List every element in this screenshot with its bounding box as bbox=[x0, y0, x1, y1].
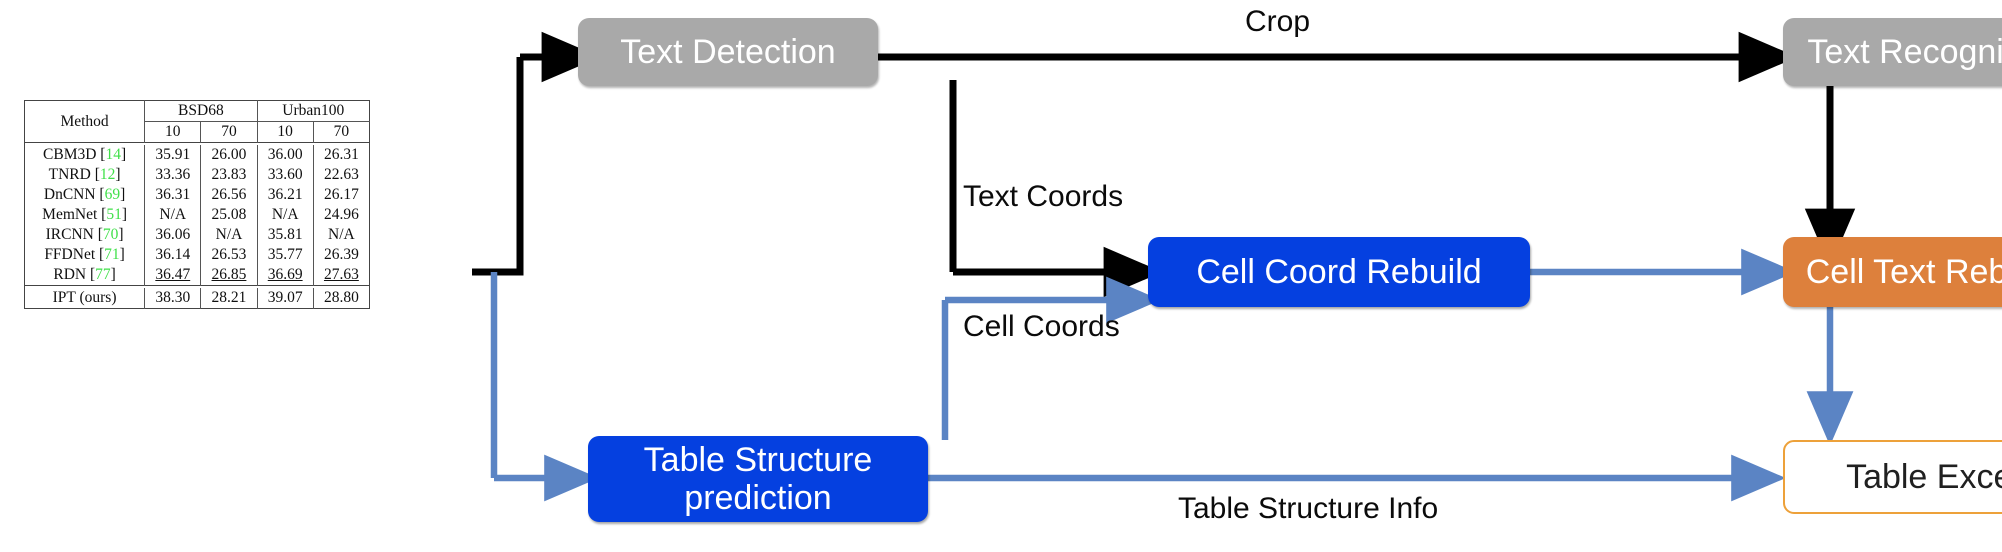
edge-label-text-coords: Text Coords bbox=[963, 180, 1124, 213]
table-cell-value: 35.77 bbox=[256, 245, 314, 265]
table-cell-value: 26.17 bbox=[312, 185, 370, 205]
table-cell-value: N/A bbox=[144, 205, 201, 225]
table-cell-value: N/A bbox=[256, 205, 314, 225]
subheader-bsd68-10: 10 bbox=[144, 121, 201, 143]
table-cell-method: DnCNN [69] bbox=[24, 185, 146, 205]
table-rule-mid bbox=[24, 142, 370, 145]
table-cell-method: RDN [77] bbox=[24, 265, 146, 286]
subheader-urban100-10: 10 bbox=[256, 121, 314, 143]
header-group-urban100: Urban100 bbox=[256, 100, 370, 122]
table-cell-value: 22.63 bbox=[312, 165, 370, 185]
subheader-urban100-70: 70 bbox=[312, 121, 370, 143]
table-cell-value: 36.47 bbox=[144, 265, 201, 286]
table-cell-method: IPT (ours) bbox=[24, 288, 146, 309]
edge-label-table-structure-info: Table Structure Info bbox=[1178, 492, 1439, 525]
header-group-bsd68: BSD68 bbox=[144, 100, 258, 122]
table-rule-bottom-group bbox=[24, 285, 370, 288]
edge-label-cell-coords: Cell Coords bbox=[963, 310, 1120, 343]
table-cell-value: 36.31 bbox=[144, 185, 201, 205]
table-cell-value: 23.83 bbox=[200, 165, 258, 185]
denoising-results-table: Method BSD68 Urban100 10 70 10 70 CBM3D … bbox=[24, 100, 370, 309]
table-cell-value: 26.31 bbox=[312, 145, 370, 165]
table-cell-method: CBM3D [14] bbox=[24, 145, 146, 165]
table-cell-value: 26.56 bbox=[200, 185, 258, 205]
table-cell-value: 28.80 bbox=[312, 288, 370, 309]
table-cell-method: IRCNN [70] bbox=[24, 225, 146, 245]
node-cell-text-rebuild-label: Cell Text Rebuild bbox=[1805, 252, 2002, 291]
table-cell-value: 26.53 bbox=[200, 245, 258, 265]
table-cell-value: 36.21 bbox=[256, 185, 314, 205]
node-table-structure-prediction[interactable]: Table Structure prediction bbox=[588, 436, 928, 522]
table-cell-value: N/A bbox=[312, 225, 370, 245]
node-cell-coord-rebuild-label: Cell Coord Rebuild bbox=[1196, 252, 1482, 291]
subheader-bsd68-70: 70 bbox=[200, 121, 258, 143]
node-cell-text-rebuild[interactable]: Cell Text Rebuild bbox=[1783, 237, 2002, 307]
node-table-excel-label: Table Excel bbox=[1846, 457, 2002, 496]
node-text-recognition-label: Text Recognition bbox=[1807, 32, 2002, 71]
table-cell-value: 27.63 bbox=[312, 265, 370, 286]
table-cell-value: 36.00 bbox=[256, 145, 314, 165]
table-cell-value: 25.08 bbox=[200, 205, 258, 225]
table-cell-value: 26.85 bbox=[200, 265, 258, 286]
table-cell-value: 38.30 bbox=[144, 288, 201, 309]
table-cell-value: 39.07 bbox=[256, 288, 314, 309]
table-cell-value: 33.60 bbox=[256, 165, 314, 185]
node-text-detection[interactable]: Text Detection bbox=[578, 18, 878, 86]
input-table-image: Method BSD68 Urban100 10 70 10 70 CBM3D … bbox=[24, 100, 370, 309]
table-cell-value: 35.81 bbox=[256, 225, 314, 245]
table-cell-value: 28.21 bbox=[200, 288, 258, 309]
table-cell-value: 35.91 bbox=[144, 145, 201, 165]
table-cell-value: N/A bbox=[200, 225, 258, 245]
table-cell-value: 36.69 bbox=[256, 265, 314, 286]
table-subheader-row: 10 70 10 70 bbox=[25, 121, 370, 143]
node-cell-coord-rebuild[interactable]: Cell Coord Rebuild bbox=[1148, 237, 1530, 307]
table-cell-value: 26.00 bbox=[200, 145, 258, 165]
table-cell-method: FFDNet [71] bbox=[24, 245, 146, 265]
table-cell-value: 36.14 bbox=[144, 245, 201, 265]
edge-label-crop: Crop bbox=[1245, 5, 1311, 38]
node-text-detection-label: Text Detection bbox=[620, 32, 836, 71]
table-header-group-row: Method BSD68 Urban100 bbox=[25, 100, 370, 130]
table-cell-value: 24.96 bbox=[312, 205, 370, 225]
table-cell-value: 36.06 bbox=[144, 225, 201, 245]
node-table-structure-prediction-label-line2: prediction bbox=[684, 479, 832, 517]
table-cell-value: 33.36 bbox=[144, 165, 201, 185]
table-cell-method: TNRD [12] bbox=[24, 165, 146, 185]
header-method: Method bbox=[60, 112, 109, 130]
table-cell-value: 26.39 bbox=[312, 245, 370, 265]
node-table-excel[interactable]: Table Excel bbox=[1783, 440, 2002, 514]
node-table-structure-prediction-label-line1: Table Structure bbox=[643, 440, 873, 479]
table-cell-method: MemNet [51] bbox=[24, 205, 146, 225]
node-text-recognition[interactable]: Text Recognition bbox=[1783, 18, 2002, 86]
